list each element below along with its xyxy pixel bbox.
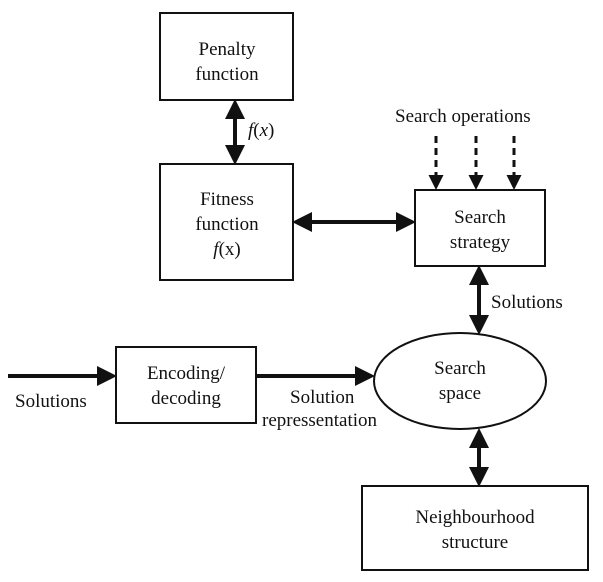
search-space-ellipse bbox=[373, 332, 547, 430]
fitness-label-line1: Fitness bbox=[200, 189, 254, 210]
solution-repr-label-line2: repressentation bbox=[262, 410, 378, 431]
neighbourhood-structure-box bbox=[361, 485, 589, 571]
fitness-label-line3: f(x) bbox=[213, 239, 240, 260]
neighbourhood-label-line1: Neighbourhood bbox=[415, 507, 535, 528]
search-space-label-line1: Search bbox=[434, 358, 486, 379]
fx-label-close: ) bbox=[268, 120, 274, 141]
encoding-label-line2: decoding bbox=[151, 388, 221, 409]
encoding-decoding-box bbox=[115, 346, 257, 424]
fx-label-x: x bbox=[259, 120, 269, 141]
search-strategy-label-line2: strategy bbox=[450, 232, 511, 253]
encoding-label-line1: Encoding/ bbox=[147, 363, 226, 384]
search-strategy-label-line1: Search bbox=[454, 207, 506, 228]
search-strategy-box bbox=[414, 189, 546, 267]
solutions-label-left: Solutions bbox=[15, 391, 87, 412]
fitness-fx-var: f bbox=[213, 239, 221, 260]
search-operations-label: Search operations bbox=[395, 106, 531, 127]
fx-label: f(x) bbox=[248, 120, 274, 141]
penalty-label-line2: function bbox=[195, 64, 259, 85]
fx-label-open: ( bbox=[253, 120, 259, 141]
penalty-label-line1: Penalty bbox=[199, 39, 256, 60]
solution-repr-label-line1: Solution bbox=[290, 387, 355, 408]
search-space-label-line2: space bbox=[439, 383, 481, 404]
fx-label-var: f bbox=[248, 120, 256, 141]
fitness-fx-rest: (x) bbox=[219, 239, 241, 260]
neighbourhood-label-line2: structure bbox=[442, 532, 508, 553]
fitness-label-line2: function bbox=[195, 214, 259, 235]
solutions-label-right: Solutions bbox=[491, 292, 563, 313]
